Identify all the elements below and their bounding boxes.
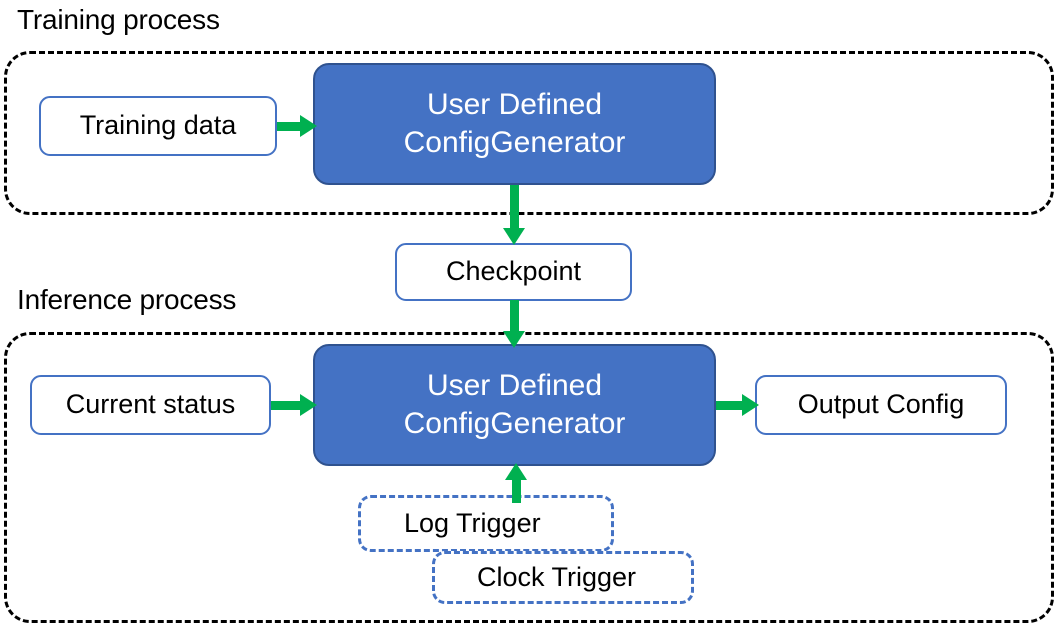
arrow-triggers-to-config-generator <box>501 463 531 503</box>
inference-process-container <box>4 332 1054 623</box>
proc-training-line2: ConfigGenerator <box>403 126 626 159</box>
arrow-stem <box>509 185 519 231</box>
arrow-config-generator-to-output-config <box>716 390 759 420</box>
arrow-checkpoint-to-config-generator <box>499 300 529 348</box>
node-current-status-label: Current status <box>65 389 236 420</box>
node-log-trigger-label: Log Trigger <box>404 507 541 538</box>
node-log-trigger[interactable]: Log Trigger <box>358 495 614 552</box>
arrow-stem <box>271 400 301 410</box>
arrow-stem <box>277 121 303 131</box>
proc-inference-line1: User Defined <box>426 368 603 402</box>
arrow-stem <box>511 477 521 503</box>
arrow-head-down-icon <box>503 331 525 348</box>
proc-inference-line2: ConfigGenerator <box>403 407 626 440</box>
training-process-title: Training process <box>17 4 220 35</box>
arrow-config-generator-to-checkpoint <box>499 185 529 245</box>
arrow-training-data-to-config-generator <box>277 111 317 141</box>
node-output-config[interactable]: Output Config <box>755 375 1007 435</box>
node-clock-trigger[interactable]: Clock Trigger <box>432 551 694 604</box>
node-current-status[interactable]: Current status <box>30 375 271 435</box>
arrow-head-right-icon <box>300 394 317 416</box>
arrow-current-status-to-config-generator <box>271 390 317 420</box>
training-process-container <box>4 51 1054 215</box>
arrow-stem <box>509 300 519 334</box>
node-training-data[interactable]: Training data <box>39 96 277 156</box>
node-clock-trigger-label: Clock Trigger <box>477 561 637 592</box>
node-checkpoint[interactable]: Checkpoint <box>395 243 632 301</box>
arrow-head-up-icon <box>505 463 527 480</box>
arrow-head-right-icon <box>742 394 759 416</box>
node-user-defined-config-generator-training[interactable]: User Defined ConfigGenerator <box>313 63 716 185</box>
inference-process-title: Inference process <box>17 284 237 315</box>
node-output-config-label: Output Config <box>797 389 965 420</box>
arrow-head-right-icon <box>300 115 317 137</box>
arrow-stem <box>716 400 744 410</box>
arrow-head-down-icon <box>503 228 525 245</box>
node-checkpoint-label: Checkpoint <box>445 256 582 287</box>
proc-training-line1: User Defined <box>426 87 603 121</box>
node-training-data-label: Training data <box>79 110 237 141</box>
node-user-defined-config-generator-inference[interactable]: User Defined ConfigGenerator <box>313 344 716 466</box>
